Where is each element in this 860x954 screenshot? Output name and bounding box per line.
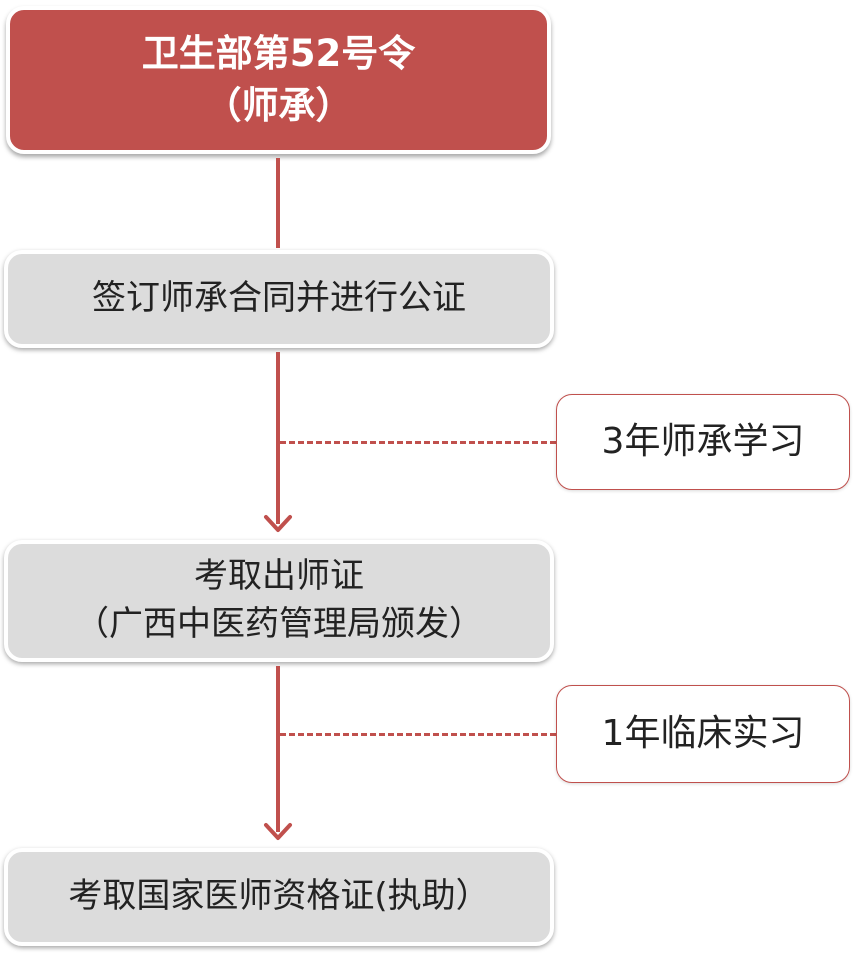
title-line-1: 卫生部第52号令 — [141, 32, 416, 76]
note-clinical-internship-label: 1年临床实习 — [601, 712, 805, 754]
step-sign-contract-label: 签订师承合同并进行公证 — [92, 278, 466, 319]
note-clinical-internship-box: 1年临床实习 — [556, 685, 850, 783]
connector-title-to-step1 — [276, 158, 280, 248]
connector-step1-to-step2 — [276, 352, 280, 524]
note-apprentice-study-box: 3年师承学习 — [556, 394, 850, 490]
step-license-cert-box: 考取国家医师资格证(执助） — [4, 848, 554, 946]
step-graduation-cert-line-1: 考取出师证 — [194, 556, 364, 597]
arrow-down-icon — [264, 823, 292, 840]
title-line-2: （师承） — [204, 84, 353, 127]
step-license-cert-label: 考取国家医师资格证(执助） — [68, 876, 490, 917]
dashed-link-note2 — [280, 733, 556, 736]
step-graduation-cert-line-2: （广西中医药管理局颁发） — [75, 604, 483, 644]
connector-step2-to-step3 — [276, 666, 280, 832]
arrow-down-icon — [264, 515, 292, 532]
dashed-link-note1 — [280, 441, 556, 444]
title-box: 卫生部第52号令 （师承） — [6, 6, 551, 154]
note-apprentice-study-label: 3年师承学习 — [601, 420, 805, 462]
step-sign-contract-box: 签订师承合同并进行公证 — [4, 250, 554, 348]
step-graduation-cert-box: 考取出师证 （广西中医药管理局颁发） — [4, 540, 554, 662]
